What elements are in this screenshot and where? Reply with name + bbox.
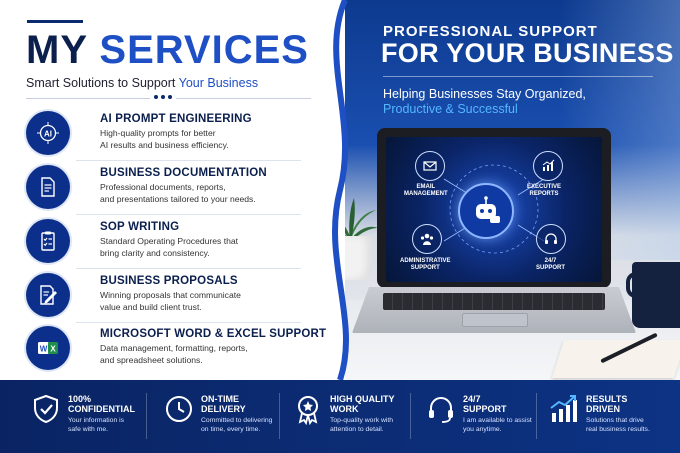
service-title: BUSINESS DOCUMENTATION [100, 167, 267, 179]
feature-separator [146, 393, 147, 439]
laptop-trackpad [462, 313, 528, 327]
laptop-keyboard [383, 293, 605, 310]
support-247-icon [536, 224, 566, 254]
award-icon [292, 393, 324, 426]
service-proposals: BUSINESS PROPOSALS Winning proposals tha… [26, 273, 311, 323]
checklist-icon [26, 219, 70, 263]
service-separator [76, 268, 301, 269]
proposal-icon [26, 273, 70, 317]
service-title: MICROSOFT WORD & EXCEL SUPPORT [100, 328, 327, 340]
divider-dots [150, 95, 176, 99]
subtitle: Smart Solutions to Support Your Business [26, 76, 258, 90]
title-word-2: SERVICES [99, 28, 309, 72]
service-ai-prompt: AI AI PROMPT ENGINEERING High-quality pr… [26, 111, 311, 161]
panel-curve [300, 0, 349, 380]
admin-support-icon [412, 224, 442, 254]
svg-text:AI: AI [44, 130, 52, 139]
service-separator [76, 322, 301, 323]
service-description: Professional documents, reports,and pres… [100, 182, 256, 204]
clock-icon [163, 393, 195, 425]
coffee-mug [632, 262, 680, 328]
title-accent [27, 20, 83, 23]
svg-text:W: W [40, 345, 48, 354]
service-separator [76, 214, 301, 215]
robot-hub-icon [458, 183, 514, 239]
subtitle-highlight: Your Business [178, 76, 259, 90]
notebook [551, 340, 680, 378]
tagline-2: Productive & Successful [383, 102, 518, 116]
service-sop-writing: SOP WRITING Standard Operating Procedure… [26, 219, 311, 269]
heading-small: PROFESSIONAL SUPPORT [383, 23, 598, 40]
service-title: BUSINESS PROPOSALS [100, 275, 238, 287]
heading-divider [383, 76, 653, 77]
tagline-1: Helping Businesses Stay Organized, [383, 87, 586, 101]
ai-chip-icon: AI [26, 111, 70, 155]
title-word-1: MY [26, 28, 88, 72]
growth-chart-icon [548, 393, 580, 425]
subtitle-prefix: Smart Solutions to Support [26, 76, 176, 90]
email-icon [415, 151, 445, 181]
service-title: AI PROMPT ENGINEERING [100, 113, 252, 125]
document-icon [26, 165, 70, 209]
feature-separator [536, 393, 537, 439]
svg-text:X: X [50, 345, 56, 354]
service-title: SOP WRITING [100, 221, 180, 233]
feature-separator [410, 393, 411, 439]
service-separator [76, 160, 301, 161]
shield-check-icon [30, 393, 62, 425]
feature-separator [279, 393, 280, 439]
headset-icon [425, 393, 457, 425]
heading-large: FOR YOUR BUSINESS [381, 38, 674, 68]
executive-reports-icon [533, 151, 563, 181]
feature-title: 100%CONFIDENTIAL [68, 394, 135, 414]
service-description: Data management, formatting, reports,and… [100, 343, 248, 365]
page-title: MY SERVICES [26, 28, 309, 72]
service-documentation: BUSINESS DOCUMENTATION Professional docu… [26, 165, 311, 215]
